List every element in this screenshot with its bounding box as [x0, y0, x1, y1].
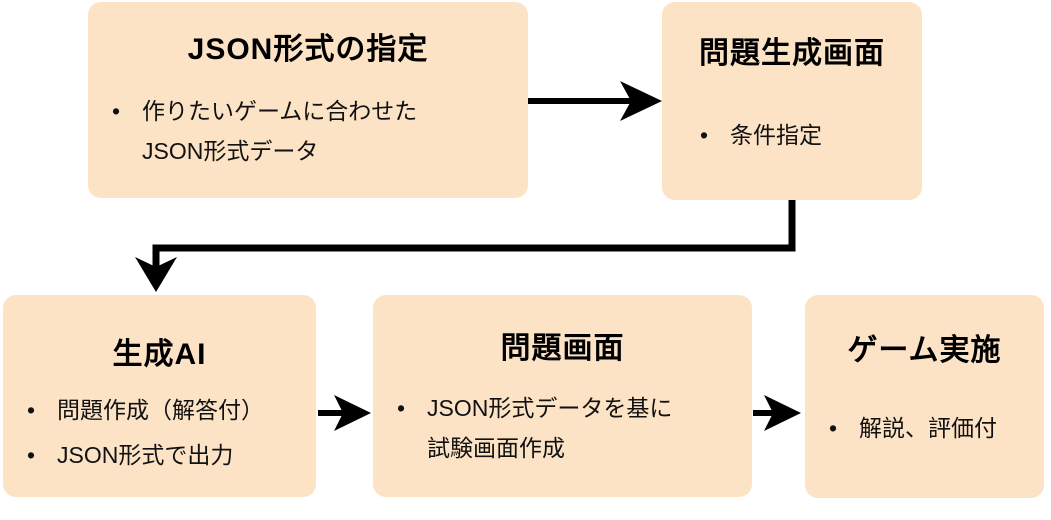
bullet-text: JSON形式で出力 [57, 441, 234, 468]
node-title: 問題画面 [500, 332, 625, 365]
bullet-marker: • [27, 441, 36, 468]
arrow-ai-to-question [318, 395, 371, 431]
arrow-question-to-game [753, 395, 801, 431]
bullet-text: 条件指定 [730, 122, 822, 148]
bullet-item: • 解説、評価付 [829, 409, 1034, 449]
node-generative-ai: 生成AI • 問題作成（解答付） • JSON形式で出力 [3, 295, 316, 497]
node-question-screen: 問題画面 • JSON形式データを基に 試験画面作成 [373, 295, 752, 497]
bullet-item: • JSON形式データを基に 試験画面作成 [397, 389, 742, 468]
bullet-item: • 作りたいゲームに合わせた JSON形式データ [112, 92, 518, 171]
bullet-text: 問題作成（解答付） [57, 397, 264, 423]
bullet-list: • 問題作成（解答付） • JSON形式で出力 [3, 391, 316, 475]
bullet-marker: • [397, 395, 406, 421]
bullet-marker: • [700, 122, 709, 148]
bullet-list: • 作りたいゲームに合わせた JSON形式データ [88, 92, 528, 171]
node-title: 生成AI [112, 338, 207, 371]
node-title: ゲーム実施 [847, 334, 1002, 367]
bullet-item: • 条件指定 [700, 116, 912, 156]
bullet-text: 解説、評価付 [859, 415, 997, 441]
node-title: JSON形式の指定 [187, 33, 429, 66]
bullet-list: • 条件指定 [662, 116, 922, 156]
bullet-text: 作りたいゲームに合わせた JSON形式データ [142, 98, 418, 164]
bullet-marker: • [27, 397, 36, 423]
bullet-list: • 解説、評価付 [805, 409, 1044, 449]
node-question-generation-screen: 問題生成画面 • 条件指定 [662, 2, 922, 200]
node-json-format-spec: JSON形式の指定 • 作りたいゲームに合わせた JSON形式データ [88, 2, 528, 198]
bullet-item: • JSON形式で出力 [27, 436, 306, 476]
bullet-text: JSON形式データを基に 試験画面作成 [427, 395, 673, 461]
node-game-execution: ゲーム実施 • 解説、評価付 [805, 295, 1044, 498]
bullet-marker: • [112, 98, 121, 124]
bullet-list: • JSON形式データを基に 試験画面作成 [373, 389, 752, 468]
bullet-marker: • [829, 415, 838, 441]
bullet-item: • 問題作成（解答付） [27, 391, 306, 431]
arrow-spec-to-generation [528, 81, 662, 121]
node-title: 問題生成画面 [699, 37, 885, 70]
arrow-generation-to-ai [135, 200, 796, 292]
